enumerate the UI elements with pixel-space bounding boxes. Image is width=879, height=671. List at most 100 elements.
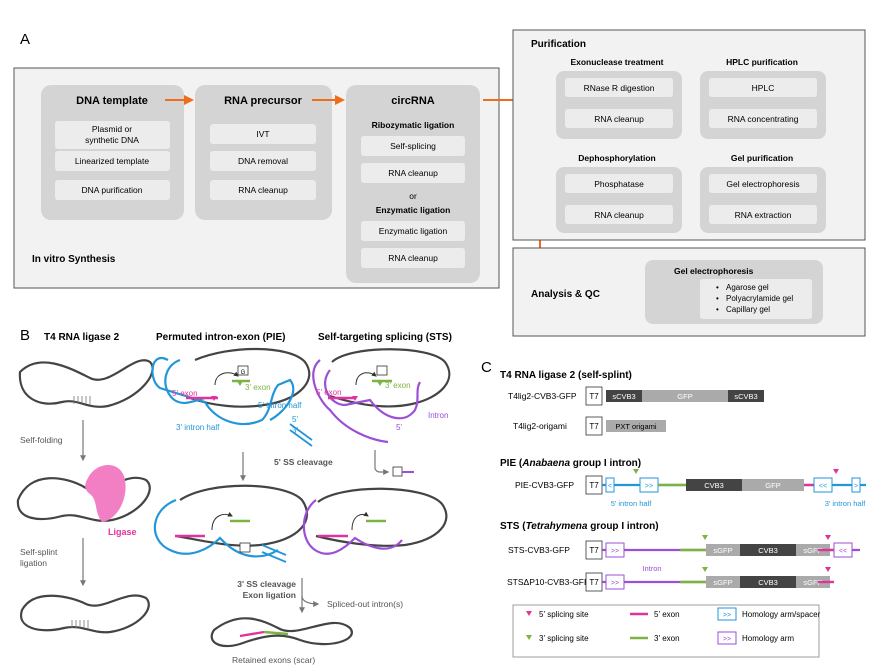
svg-text:Gel electrophoresis: Gel electrophoresis xyxy=(674,266,754,276)
svg-text:RNA cleanup: RNA cleanup xyxy=(388,168,438,178)
svg-text:Plasmid or: Plasmid or xyxy=(92,124,132,134)
pie-intron3-label: 3' intron half xyxy=(176,423,220,432)
svg-text:sCVB3: sCVB3 xyxy=(734,392,757,401)
pie-exlig-label: Exon ligation xyxy=(243,590,296,600)
svg-text:CVB3: CVB3 xyxy=(704,481,724,490)
svg-text:GFP: GFP xyxy=(765,481,780,490)
svg-text:Enzymatic ligation: Enzymatic ligation xyxy=(376,205,451,215)
rna-precursor-card: RNA precursor IVT DNA removal RNA cleanu… xyxy=(195,85,332,220)
legend: 5' splicing site 5' exon >> Homology arm… xyxy=(512,604,821,658)
svg-text:T4lig2-CVB3-GFP: T4lig2-CVB3-GFP xyxy=(508,391,577,401)
svg-text:Capillary gel: Capillary gel xyxy=(726,305,770,314)
svg-text:DNA template: DNA template xyxy=(76,95,148,107)
svg-text:>>: >> xyxy=(611,580,619,587)
svg-text:Gel purification: Gel purification xyxy=(731,153,793,163)
svg-text:RNA cleanup: RNA cleanup xyxy=(594,114,644,124)
svg-text:Exonuclease treatment: Exonuclease treatment xyxy=(570,57,663,67)
sts-section-title: STS (Tetrahymena group I intron) xyxy=(500,521,659,532)
pie-exon3-label: 3' exon xyxy=(245,383,271,392)
legend-ss5-icon xyxy=(526,611,532,616)
pie-title: Permuted intron-exon (PIE) xyxy=(156,332,285,343)
purification-title: Purification xyxy=(531,39,586,50)
exonuclease-card: Exonuclease treatment RNase R digestion … xyxy=(556,57,682,139)
svg-text:circRNA: circRNA xyxy=(391,95,434,107)
dephosphorylation-card: Dephosphorylation Phosphatase RNA cleanu… xyxy=(556,153,682,233)
qc-title: Analysis & QC xyxy=(531,289,600,300)
pie-5p-label: 5' xyxy=(292,415,298,424)
svg-text:T7: T7 xyxy=(589,392,599,401)
svg-text:CVB3: CVB3 xyxy=(758,578,778,587)
svg-text:sGFP: sGFP xyxy=(803,578,822,587)
svg-text:Phosphatase: Phosphatase xyxy=(594,179,644,189)
t4-linear-rna xyxy=(18,359,154,408)
svg-text:STSΔP10-CVB3-GFP: STSΔP10-CVB3-GFP xyxy=(507,577,590,587)
svg-text:T7: T7 xyxy=(589,422,599,431)
svg-text:RNA extraction: RNA extraction xyxy=(735,210,792,220)
svg-text:sGFP: sGFP xyxy=(713,578,732,587)
svg-text:>>: >> xyxy=(611,548,619,555)
svg-text:IVT: IVT xyxy=(256,129,269,139)
pie-intron5-label: 5' intron half xyxy=(258,401,302,410)
svg-text:RNA precursor: RNA precursor xyxy=(224,95,303,107)
svg-text:RNA cleanup: RNA cleanup xyxy=(238,185,288,195)
svg-text:<<: << xyxy=(819,483,827,490)
svg-text:HPLC purification: HPLC purification xyxy=(726,57,798,67)
svg-text:Enzymatic ligation: Enzymatic ligation xyxy=(379,226,448,236)
legend-homspacer-icon xyxy=(717,607,737,621)
construct-sts-dp10: STSΔP10-CVB3-GFP T7 >> sGFP CVB3 sGFP xyxy=(507,567,834,592)
sts-arrow-1 xyxy=(374,450,390,475)
svg-text:5' splicing site: 5' splicing site xyxy=(539,610,589,619)
ligase-shape xyxy=(85,464,126,522)
synthesis-label: In vitro Synthesis xyxy=(32,254,116,265)
svg-text:sGFP: sGFP xyxy=(713,546,732,555)
t4-ligase-label: Ligase xyxy=(108,527,137,537)
circrna-card: circRNA Ribozymatic ligation Self-splici… xyxy=(346,85,480,283)
svg-text:Homology arm/spacer: Homology arm/spacer xyxy=(742,610,821,619)
svg-text:T4lig2-origami: T4lig2-origami xyxy=(513,421,567,431)
svg-text:PXT origami: PXT origami xyxy=(615,422,656,431)
svg-text:T7: T7 xyxy=(589,481,599,490)
svg-text:>>: >> xyxy=(645,483,653,490)
svg-text:Intron: Intron xyxy=(642,564,661,573)
svg-text:Polyacrylamide gel: Polyacrylamide gel xyxy=(726,294,793,303)
svg-text:sGFP: sGFP xyxy=(803,546,822,555)
pie-exon5-label: 5' exon xyxy=(172,389,198,398)
svg-text:Agarose gel: Agarose gel xyxy=(726,283,769,292)
t4-self-folding: Self-folding xyxy=(20,435,63,445)
legend-hom-icon xyxy=(717,631,737,645)
svg-text:5' intron half: 5' intron half xyxy=(611,499,653,508)
svg-text:T7: T7 xyxy=(589,546,599,555)
svg-text:•: • xyxy=(716,294,719,303)
t4-circular-rna xyxy=(19,594,150,634)
svg-text:RNA concentrating: RNA concentrating xyxy=(728,114,799,124)
svg-text:or: or xyxy=(409,191,417,201)
pie-section-title: PIE (Anabaena group I intron) xyxy=(500,458,641,469)
svg-text:•: • xyxy=(716,283,719,292)
retained-exons xyxy=(210,617,353,648)
construct-sts: STS-CVB3-GFP T7 >> sGFP CVB3 sGFP << Int… xyxy=(508,535,860,573)
t4-splint-2: ligation xyxy=(20,558,47,568)
svg-text:GFP: GFP xyxy=(677,392,692,401)
sts-released-g xyxy=(392,466,414,477)
panel-b-letter: B xyxy=(20,327,30,344)
svg-text:Homology arm: Homology arm xyxy=(742,634,794,643)
pie-spliced-label: Spliced-out intron(s) xyxy=(327,599,403,609)
svg-text:3' exon: 3' exon xyxy=(654,634,680,643)
svg-text:DNA removal: DNA removal xyxy=(238,156,288,166)
pie-ss5-label: 5' SS cleavage xyxy=(274,457,333,467)
sts-exon5-label: 5' exon xyxy=(316,388,342,397)
svg-text:<: < xyxy=(608,483,612,490)
svg-text:DNA purification: DNA purification xyxy=(82,185,143,195)
sts-5p-label: 5' xyxy=(396,423,402,432)
construct-t4-origami: T4lig2-origami T7 PXT origami xyxy=(513,416,666,436)
spliced-arrow xyxy=(301,595,320,607)
svg-text:Gel electrophoresis: Gel electrophoresis xyxy=(726,179,799,189)
svg-text:PIE-CVB3-GFP: PIE-CVB3-GFP xyxy=(515,480,574,490)
svg-text:HPLC: HPLC xyxy=(752,83,775,93)
t4-section-title: T4 RNA ligase 2 (self-splint) xyxy=(500,370,632,381)
svg-text:T7: T7 xyxy=(589,578,599,587)
pie-3p-label: 3' xyxy=(292,426,298,435)
pie-retained-label: Retained exons (scar) xyxy=(232,655,315,665)
svg-text:>>: >> xyxy=(723,636,731,643)
svg-text:sCVB3: sCVB3 xyxy=(612,392,635,401)
